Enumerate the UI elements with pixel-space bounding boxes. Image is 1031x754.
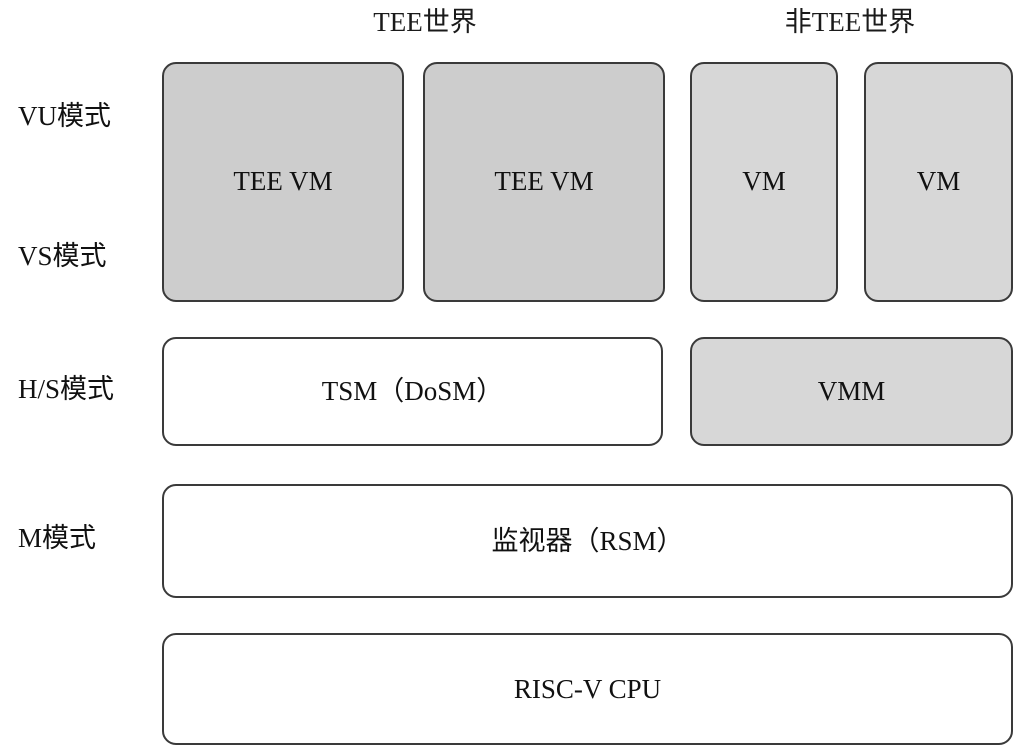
box-tee-vm-2: TEE VM (423, 62, 665, 302)
tee-world-header: TEE世界 (373, 7, 477, 37)
mode-label-hs: H/S模式 (18, 374, 115, 404)
box-vm-2-label: VM (916, 166, 961, 196)
non-tee-world-header: 非TEE世界 (784, 7, 916, 37)
box-riscv-cpu: RISC-V CPU (162, 633, 1013, 745)
mode-label-m: M模式 (18, 523, 97, 553)
box-tee-vm-2-label: TEE VM (494, 166, 594, 196)
box-monitor-rsm: 监视器（RSM） (162, 484, 1013, 598)
box-vmm: VMM (690, 337, 1013, 446)
box-tsm: TSM（DoSM） (162, 337, 663, 446)
box-vmm-label: VMM (817, 376, 886, 406)
mode-label-vu: VU模式 (18, 101, 111, 131)
box-vm-1: VM (690, 62, 838, 302)
box-riscv-cpu-label: RISC-V CPU (513, 673, 662, 704)
box-monitor-rsm-label: 监视器（RSM） (491, 525, 684, 556)
mode-label-vs: VS模式 (18, 241, 107, 271)
box-vm-2: VM (864, 62, 1013, 302)
box-tee-vm-1-label: TEE VM (233, 166, 333, 196)
box-tee-vm-1: TEE VM (162, 62, 404, 302)
box-tsm-label: TSM（DoSM） (321, 376, 504, 406)
box-vm-1-label: VM (742, 166, 786, 196)
